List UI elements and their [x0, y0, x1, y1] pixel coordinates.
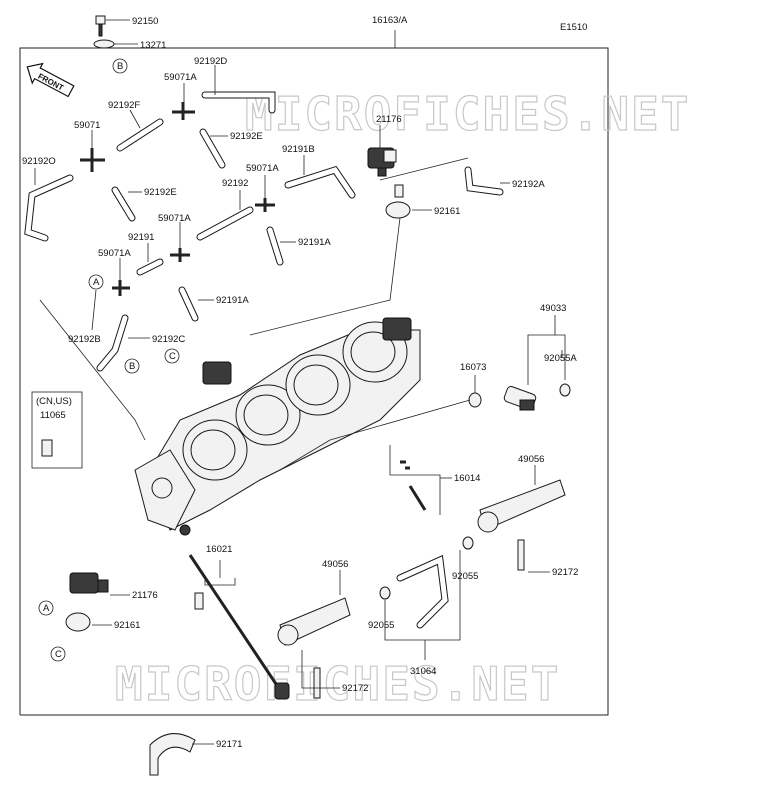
callout-a-bottom: A	[43, 603, 50, 614]
bolt-92150-icon	[93, 15, 115, 49]
label-92055-left: 92055	[368, 620, 394, 631]
label-92192f: 92192F	[108, 100, 140, 111]
assembly-label: 16163/A	[372, 15, 408, 26]
map-sensor-21176-bottom-icon	[69, 572, 109, 594]
label-92191b: 92191B	[282, 144, 315, 155]
label-59071a-2: 59071A	[246, 163, 279, 174]
fuel-rail-49056-right-icon	[477, 479, 566, 571]
label-92192e-1: 92192E	[230, 131, 263, 142]
region-note-part: 11065	[40, 410, 66, 421]
label-59071a-1: 59071A	[164, 72, 197, 83]
hose-fittings	[80, 102, 275, 296]
watermark-bottom: MICROFICHES.NET	[115, 657, 560, 711]
label-92192e-2: 92192E	[144, 187, 177, 198]
label-49056-right: 49056	[518, 454, 544, 465]
label-92192a: 92192A	[512, 179, 545, 190]
label-59071a-3: 59071A	[158, 213, 191, 224]
label-92172-left: 92172	[342, 683, 368, 694]
label-21176-top: 21176	[376, 114, 402, 125]
idle-adjuster-16021-icon	[188, 554, 290, 700]
label-92192c: 92192C	[152, 334, 185, 345]
label-21176-bottom: 21176	[132, 590, 158, 601]
adapter-92161-top-icon	[385, 184, 411, 219]
screws-16014-icon	[400, 460, 427, 511]
label-92161-bottom: 92161	[114, 620, 140, 631]
fuel-rail-49056-left-icon	[277, 597, 351, 699]
clamp-92171-icon	[149, 733, 196, 776]
o-ring-16073-icon	[468, 392, 482, 408]
label-92192o: 92192O	[22, 156, 56, 167]
throttle-body-assembly-icon	[134, 317, 421, 536]
front-arrow-icon: FRONT	[26, 62, 75, 98]
callout-c-mid: C	[169, 351, 176, 362]
callout-b-mid: B	[129, 361, 135, 372]
adapter-92161-bottom-icon	[65, 612, 91, 632]
label-92172-right: 92172	[552, 567, 578, 578]
label-49056-left: 49056	[322, 559, 348, 570]
label-92192: 92192	[222, 178, 248, 189]
leader-lines	[34, 65, 563, 358]
assembly-frame	[19, 47, 609, 716]
part-labels: 92150 13271 92192D 59071A 92192F 59071 9…	[22, 16, 578, 750]
fuel-pipe-31064-icon	[379, 536, 474, 629]
label-16014: 16014	[454, 473, 480, 484]
injector-49033-icon	[503, 383, 571, 411]
callout-a-mid: A	[93, 277, 100, 288]
label-13271: 13271	[140, 40, 166, 51]
callout-b-top: B	[117, 61, 123, 72]
label-92161-top: 92161	[434, 206, 460, 217]
label-59071: 59071	[74, 120, 100, 131]
part-11065-icon	[41, 439, 53, 457]
label-92192b: 92192B	[68, 334, 101, 345]
diagram-code: E1510	[560, 22, 587, 33]
label-16021: 16021	[206, 544, 232, 555]
label-92191: 92191	[128, 232, 154, 243]
callout-c-bottom: C	[55, 649, 62, 660]
vacuum-hoses	[24, 91, 504, 372]
label-59071a-4: 59071A	[98, 248, 131, 259]
label-92191a-2: 92191A	[216, 295, 249, 306]
map-sensor-21176-top-icon	[367, 147, 397, 177]
label-92055-right: 92055	[452, 571, 478, 582]
label-92150: 92150	[132, 16, 158, 27]
label-49033: 49033	[540, 303, 566, 314]
label-92192d: 92192D	[194, 56, 227, 67]
label-16073: 16073	[460, 362, 486, 373]
region-note-text: (CN,US)	[36, 396, 72, 407]
watermark-top: MICROFICHES.NET	[245, 87, 690, 141]
label-92171: 92171	[216, 739, 242, 750]
label-31064: 31064	[410, 666, 436, 677]
label-92055a: 92055A	[544, 353, 577, 364]
label-92191a-1: 92191A	[298, 237, 331, 248]
region-note-box	[31, 391, 83, 469]
